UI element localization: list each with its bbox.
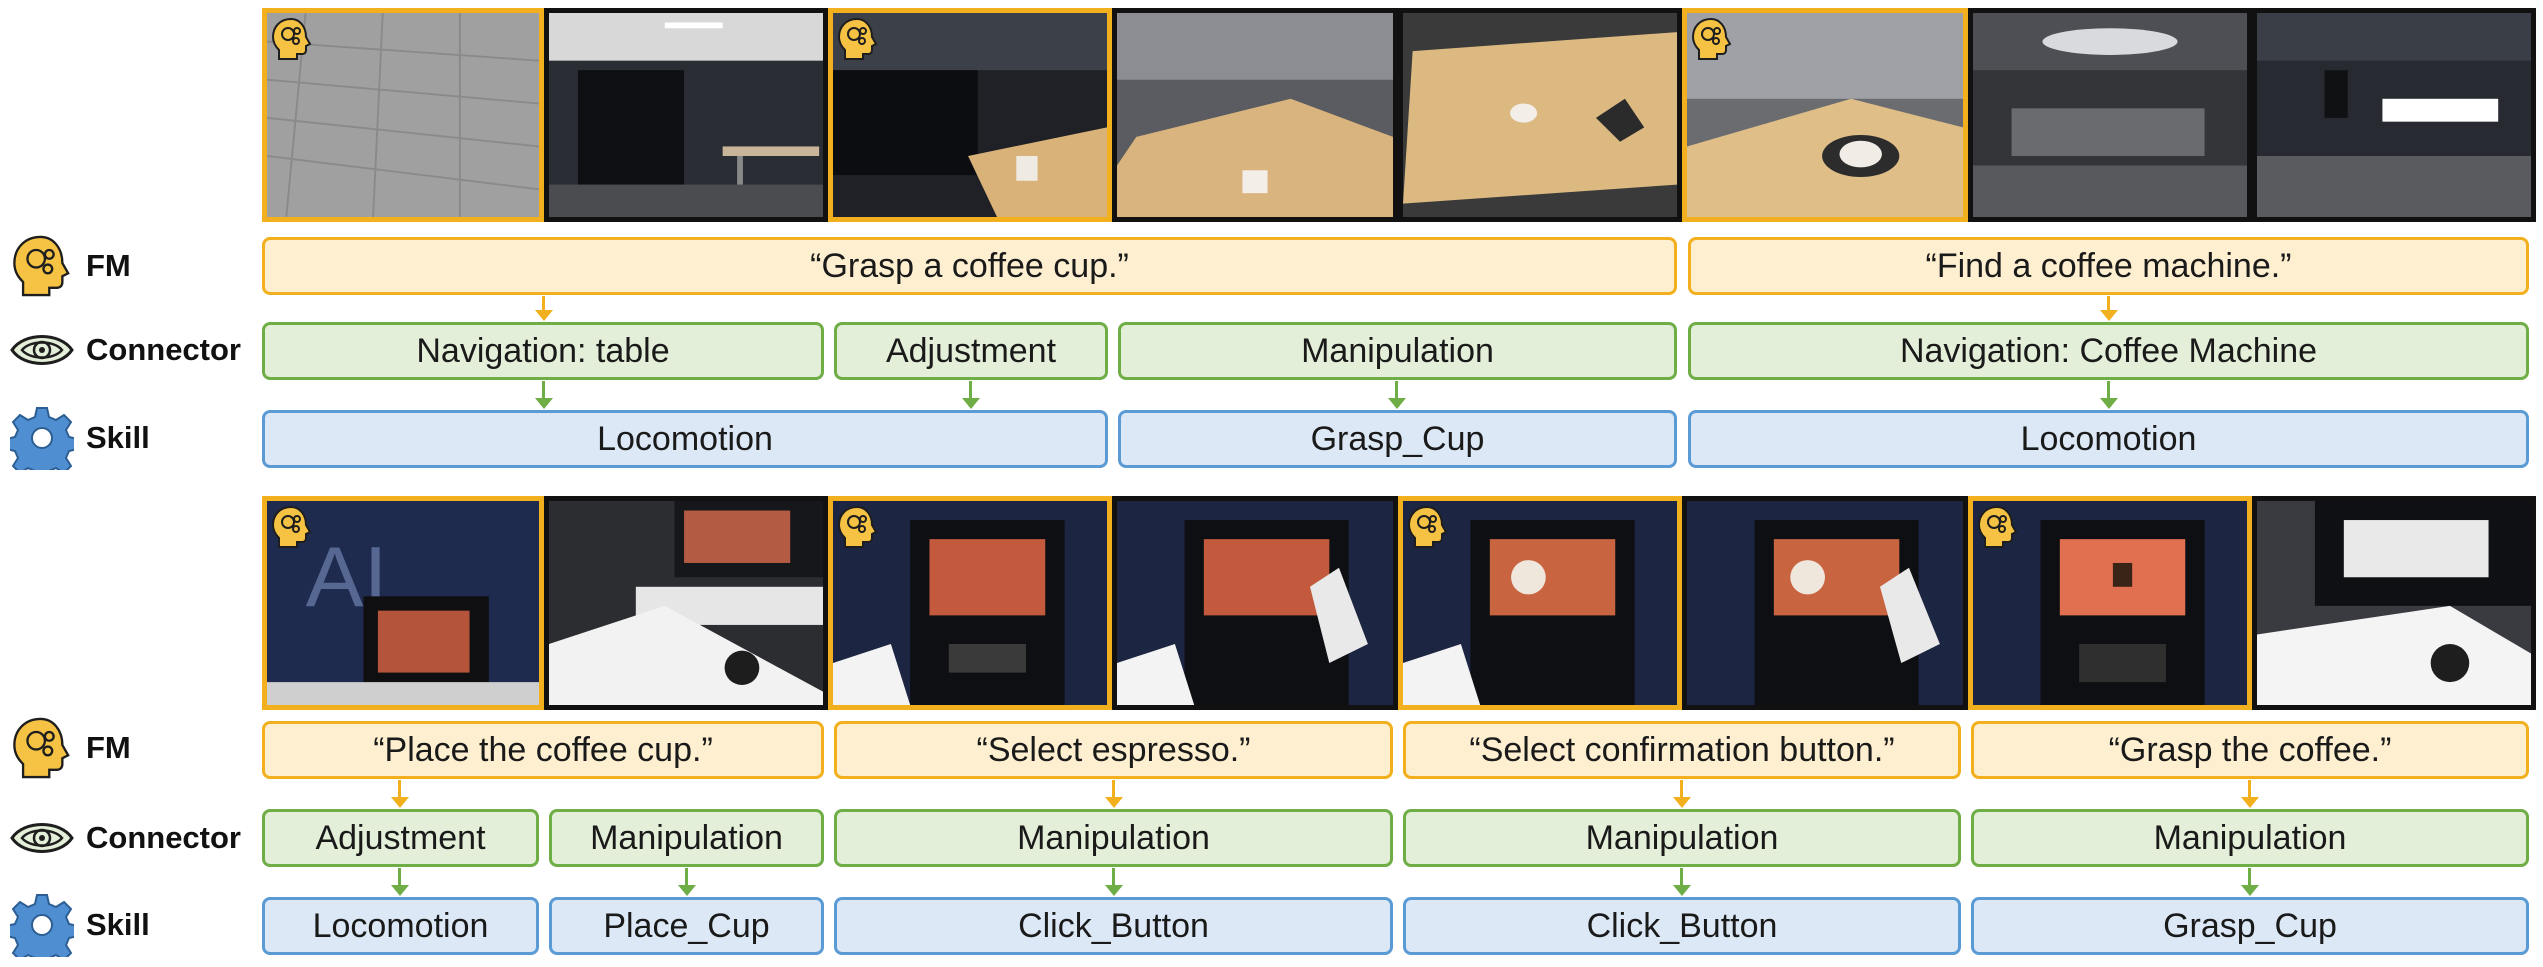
brain-head-badge-icon: [837, 505, 879, 554]
arrow-down: [962, 381, 980, 409]
fm-row-label: FM: [10, 234, 131, 298]
eye-icon: [10, 823, 74, 853]
arrow-down: [1105, 868, 1123, 896]
photo-frame: [1682, 496, 1968, 710]
connector-step: Manipulation: [834, 809, 1393, 867]
connector-row-label: Connector: [10, 318, 241, 382]
eye-icon: [10, 335, 74, 365]
arrow-down: [2241, 868, 2259, 896]
fm-label: FM: [86, 730, 131, 765]
connector-step: Manipulation: [549, 809, 824, 867]
arrow-down: [1105, 780, 1123, 808]
gear-icon: [10, 894, 74, 957]
skill-primitive: Click_Button: [834, 897, 1393, 955]
skill-row-label: Skill: [10, 406, 150, 470]
skill-primitive: Locomotion: [262, 897, 539, 955]
connector-step: Manipulation: [1971, 809, 2529, 867]
skill-row-label: Skill: [10, 893, 150, 957]
photo-frame: [828, 8, 1112, 222]
photo-frame: [1112, 8, 1398, 222]
fm-instruction: “Find a coffee machine.”: [1688, 237, 2529, 295]
skill-primitive: Grasp_Cup: [1971, 897, 2529, 955]
connector-step: Manipulation: [1403, 809, 1961, 867]
brain-head-icon: [13, 235, 70, 297]
skill-primitive: Click_Button: [1403, 897, 1961, 955]
skill-label: Skill: [86, 420, 150, 455]
photo-frame: [1112, 496, 1398, 710]
photo-frame: [1682, 8, 1968, 222]
connector-step: Navigation: table: [262, 322, 824, 380]
arrow-down: [535, 381, 553, 409]
arrow-down: [1388, 381, 1406, 409]
photo-frame: [544, 8, 828, 222]
fm-instruction: “Grasp a coffee cup.”: [262, 237, 1677, 295]
photo-frame: [544, 496, 828, 710]
arrow-down: [391, 780, 409, 808]
brain-head-icon: [13, 717, 70, 779]
skill-primitive: Locomotion: [262, 410, 1108, 468]
gear-icon: [10, 407, 74, 470]
fm-row-label: FM: [10, 716, 131, 780]
photo-frame: [1398, 8, 1682, 222]
fm-instruction: “Select espresso.”: [834, 721, 1393, 779]
photo-frame: [1398, 496, 1682, 710]
connector-label: Connector: [86, 820, 241, 855]
brain-head-badge-icon: [1691, 17, 1733, 66]
arrow-down: [1673, 868, 1691, 896]
arrow-down: [391, 868, 409, 896]
connector-step: Adjustment: [834, 322, 1108, 380]
fm-instruction: “Grasp the coffee.”: [1971, 721, 2529, 779]
connector-row-label: Connector: [10, 806, 241, 870]
skill-primitive: Grasp_Cup: [1118, 410, 1677, 468]
arrow-down: [2100, 381, 2118, 409]
photo-frame: [2252, 496, 2536, 710]
connector-step: Manipulation: [1118, 322, 1677, 380]
arrow-down: [2100, 296, 2118, 321]
arrow-down: [1673, 780, 1691, 808]
photo-frame: [262, 8, 544, 222]
brain-head-badge-icon: [271, 17, 313, 66]
connector-step: Adjustment: [262, 809, 539, 867]
brain-head-badge-icon: [271, 505, 313, 554]
skill-label: Skill: [86, 907, 150, 942]
fm-instruction: “Place the coffee cup.”: [262, 721, 824, 779]
brain-head-badge-icon: [837, 17, 879, 66]
arrow-down: [535, 296, 553, 321]
photo-frame: [1968, 8, 2252, 222]
photo-frame: [828, 496, 1112, 710]
photo-frame: [1968, 496, 2252, 710]
arrow-down: [678, 868, 696, 896]
connector-label: Connector: [86, 332, 241, 367]
skill-primitive: Locomotion: [1688, 410, 2529, 468]
fm-instruction: “Select confirmation button.”: [1403, 721, 1961, 779]
photo-frame: [2252, 8, 2536, 222]
skill-primitive: Place_Cup: [549, 897, 824, 955]
arrow-down: [2241, 780, 2259, 808]
brain-head-badge-icon: [1977, 505, 2019, 554]
brain-head-badge-icon: [1407, 505, 1449, 554]
connector-step: Navigation: Coffee Machine: [1688, 322, 2529, 380]
photo-frame: AI: [262, 496, 544, 710]
fm-label: FM: [86, 248, 131, 283]
